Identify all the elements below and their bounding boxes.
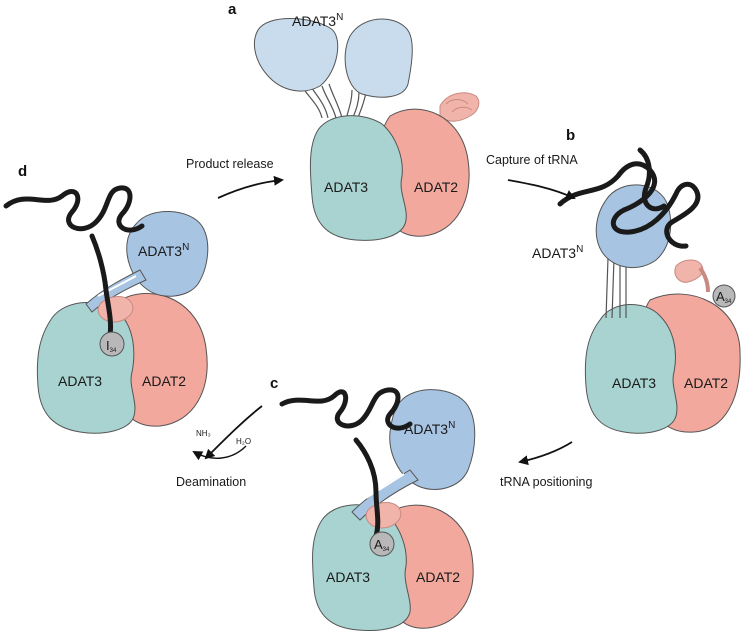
adat3n-domain-a1 [254,18,339,92]
nh3-label: NH₃ [196,429,211,438]
adat3-label-c: ADAT3 [326,569,370,585]
adat3-label-d: ADAT3 [58,373,102,389]
adat3-body-b [584,303,678,434]
step-label-capture: Capture of tRNA [486,153,578,167]
adat3-body-a [309,115,407,241]
adat2-label-b: ADAT2 [684,375,728,391]
step-label-product-release: Product release [186,157,274,171]
panel-label-b: b [566,127,575,144]
trna-ribbon-b [557,147,701,249]
step-deamination: Deamination NH₃ H₂O [176,405,263,489]
arrow-icon-capture [507,179,576,200]
adat3n-label-d: ADAT3N [138,242,189,259]
adat3-label-a: ADAT3 [324,179,368,195]
arrow-icon-product-release [217,175,284,199]
adat2-label-a: ADAT2 [414,179,458,195]
adat3-label-b: ADAT3 [612,375,656,391]
trna-ribbon-c [279,387,413,539]
state-a: ADAT3 ADAT2 ADAT3N a [228,1,480,241]
adat2-loop-a [439,92,480,122]
state-b: A34 ADAT3 ADAT2 ADAT3N b [532,127,741,434]
arrow-icon-positioning [518,441,573,466]
residue-i34-d: I34 [106,338,117,354]
step-positioning: tRNA positioning [500,441,592,489]
arrow-icon-reaction [192,445,247,461]
adat3n-label-c: ADAT3N [404,420,455,437]
adat3n-domain-c [389,389,476,490]
adat2-loop-b [674,259,704,283]
nucleotide-icon-b [712,284,736,308]
panel-label-c: c [270,375,278,392]
state-d: I34 ADAT3 ADAT2 ADAT3N d [3,163,209,434]
panel-label-d: d [18,163,27,180]
adat2-label-d: ADAT2 [142,373,186,389]
adat2-label-c: ADAT2 [416,569,460,585]
adat3n-domain-d [126,211,209,297]
state-c: A34 ADAT3 ADAT2 ADAT3N c [270,375,476,631]
h2o-label: H₂O [236,437,251,446]
adat3n-label-b: ADAT3N [532,244,583,261]
step-label-deamination: Deamination [176,475,246,489]
adat3-body-d [36,302,136,434]
linker-b [605,257,627,319]
step-capture: Capture of tRNA [486,153,578,200]
linker-d [85,269,147,313]
trna-ribbon-d [3,185,145,339]
residue-a34-c: A34 [374,537,390,553]
step-label-positioning: tRNA positioning [500,475,592,489]
panel-label-a: a [228,1,237,18]
nucleotide-icon-c [369,531,395,557]
nucleotide-icon-d [99,331,125,357]
adat3n-label-a: ADAT3N [292,12,343,29]
step-product-release: Product release [186,157,284,199]
arrow-icon-deamination [204,405,263,460]
adat3n-domain-a2 [344,18,413,98]
residue-a34-b: A34 [716,289,732,305]
adat3n-domain-b [595,184,672,269]
